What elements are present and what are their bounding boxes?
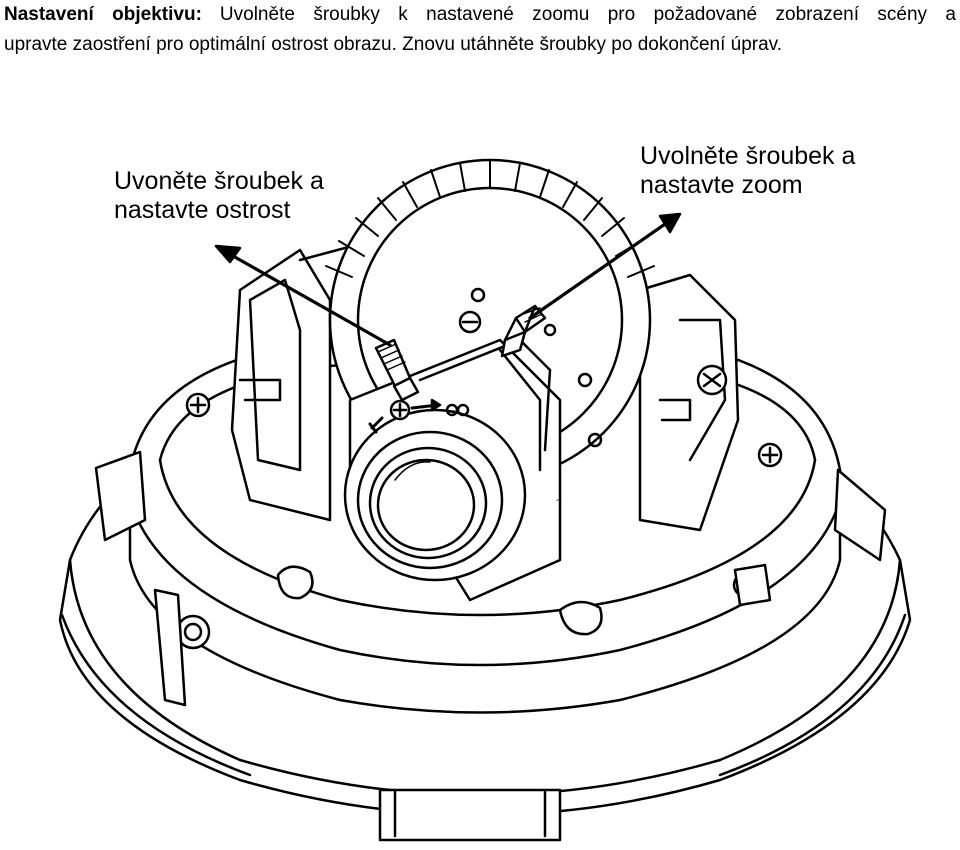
zoom-callout-arrow xyxy=(528,212,682,320)
instruction-paragraph: Nastavení objektivu: Uvolněte šroubky k n… xyxy=(4,0,956,60)
zoom-callout-line-1: Uvolněte šroubek a xyxy=(640,142,856,170)
focus-callout-line-1: Uvoněte šroubek a xyxy=(114,167,324,195)
instruction-line-1-text: Uvolněte šroubky k nastavené zoomu pro p… xyxy=(219,4,957,25)
side-clips xyxy=(94,450,887,707)
focus-callout-line-2: nastavte ostrost xyxy=(114,196,291,224)
instruction-heading: Nastavení objektivu: xyxy=(4,4,202,25)
instruction-line-1: Nastavení objektivu: Uvolněte šroubky k n… xyxy=(4,0,956,30)
zoom-callout-label: Uvolněte šroubek a nastavte zoom xyxy=(640,142,855,200)
focus-callout-label: Uvoněte šroubek a nastavte ostrost xyxy=(114,167,324,225)
zoom-callout-line-2: nastavte zoom xyxy=(640,171,803,199)
focus-callout-arrow xyxy=(214,244,392,347)
instruction-line-2: upravte zaostření pro optimální ostrost … xyxy=(4,34,783,55)
right-gimbal-bracket xyxy=(638,273,740,532)
